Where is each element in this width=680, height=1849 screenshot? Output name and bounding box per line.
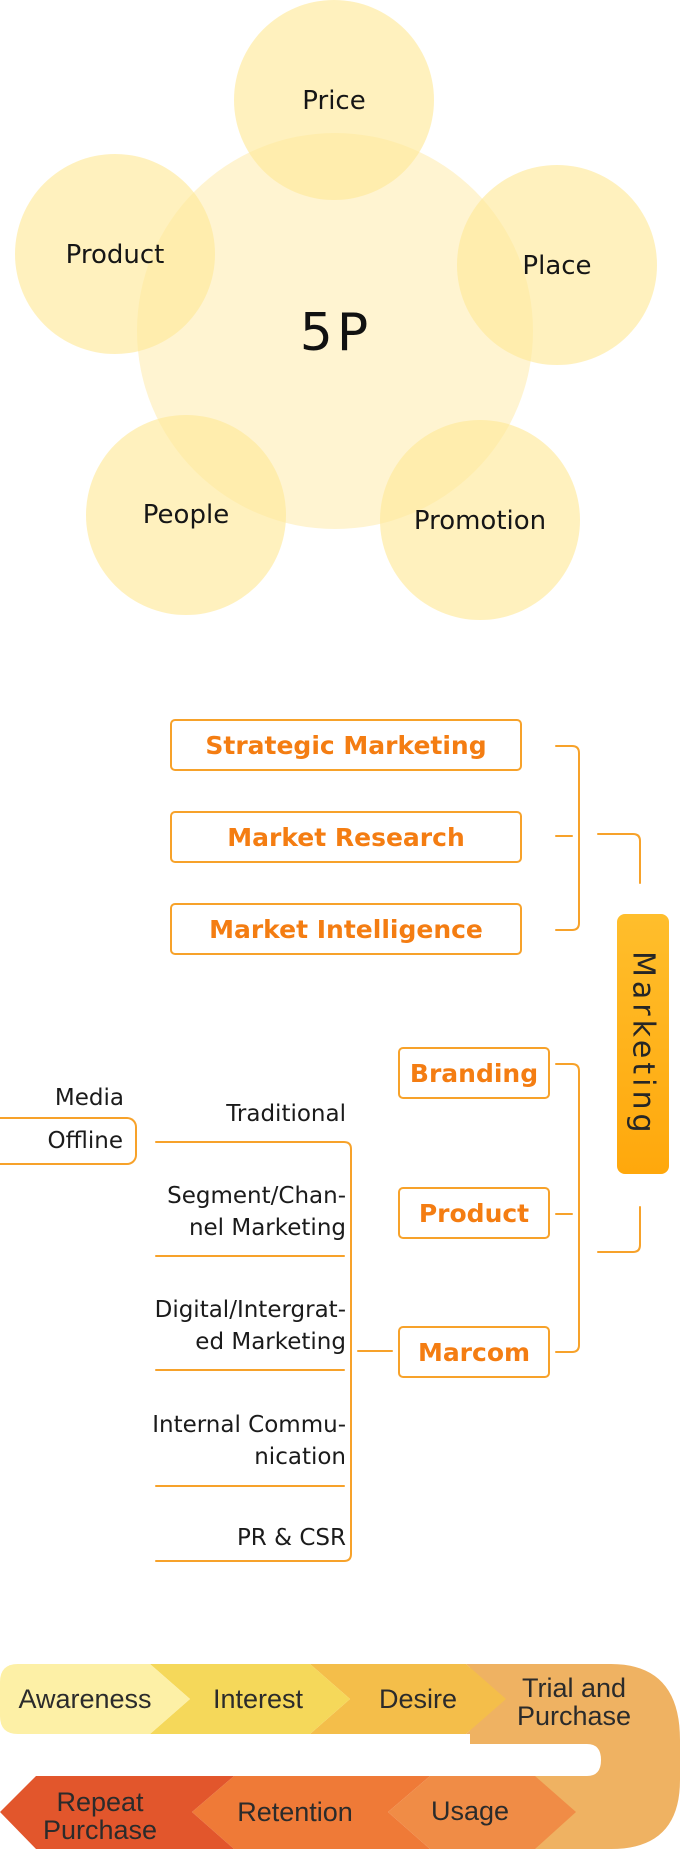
product-box: Product: [398, 1187, 550, 1239]
strategic-marketing-box: Strategic Marketing: [170, 719, 522, 771]
five-p-center-label: 5P: [299, 303, 373, 363]
promotion-label: Promotion: [413, 506, 547, 536]
offline-label: Offline: [47, 1128, 123, 1154]
channel-internal-communication: Internal Commu- nication: [152, 1412, 346, 1470]
marketing-root: Marketing: [617, 914, 669, 1174]
channel-traditional: Traditional: [226, 1101, 346, 1127]
repeat-purchase-segment: [0, 1776, 234, 1849]
place-circle: [457, 165, 657, 365]
channel-pr-csr: PR & CSR: [236, 1525, 346, 1551]
product-circle: [15, 154, 215, 354]
promotion-circle: [380, 420, 580, 620]
marcom-box: Marcom: [398, 1326, 550, 1378]
market-research-box: Market Research: [170, 811, 522, 863]
interest-label: Interest: [212, 1684, 304, 1714]
price-label: Price: [302, 86, 366, 116]
people-circle: [86, 415, 286, 615]
channel-digital-marketing: Digital/Intergrat- ed Marketing: [154, 1297, 346, 1355]
place-label: Place: [522, 251, 592, 281]
desire-segment: [310, 1664, 506, 1734]
awareness-segment: [0, 1664, 190, 1734]
offline-box: Offline: [0, 1117, 137, 1165]
usage-segment: [388, 1776, 576, 1849]
branding-box: Branding: [398, 1047, 550, 1099]
marketing-title: Marketing: [625, 951, 661, 1137]
people-label: People: [142, 500, 230, 530]
trial-purchase-segment: [466, 1664, 520, 1734]
media-label: Media: [54, 1085, 124, 1111]
desire-label: Desire: [378, 1684, 458, 1714]
interest-segment: [150, 1664, 350, 1734]
repeat-purchase-label: Repeat Purchase: [42, 1787, 158, 1845]
product-label: Product: [65, 240, 165, 270]
awareness-label: Awareness: [18, 1684, 152, 1714]
trial-purchase-label: Trial and Purchase: [516, 1673, 632, 1731]
usage-label: Usage: [430, 1796, 510, 1826]
retention-label: Retention: [237, 1797, 353, 1827]
retention-segment: [192, 1776, 430, 1849]
market-intelligence-box: Market Intelligence: [170, 903, 522, 955]
price-circle: [234, 0, 434, 200]
channel-segment-marketing: Segment/Chan- nel Marketing: [167, 1183, 346, 1241]
